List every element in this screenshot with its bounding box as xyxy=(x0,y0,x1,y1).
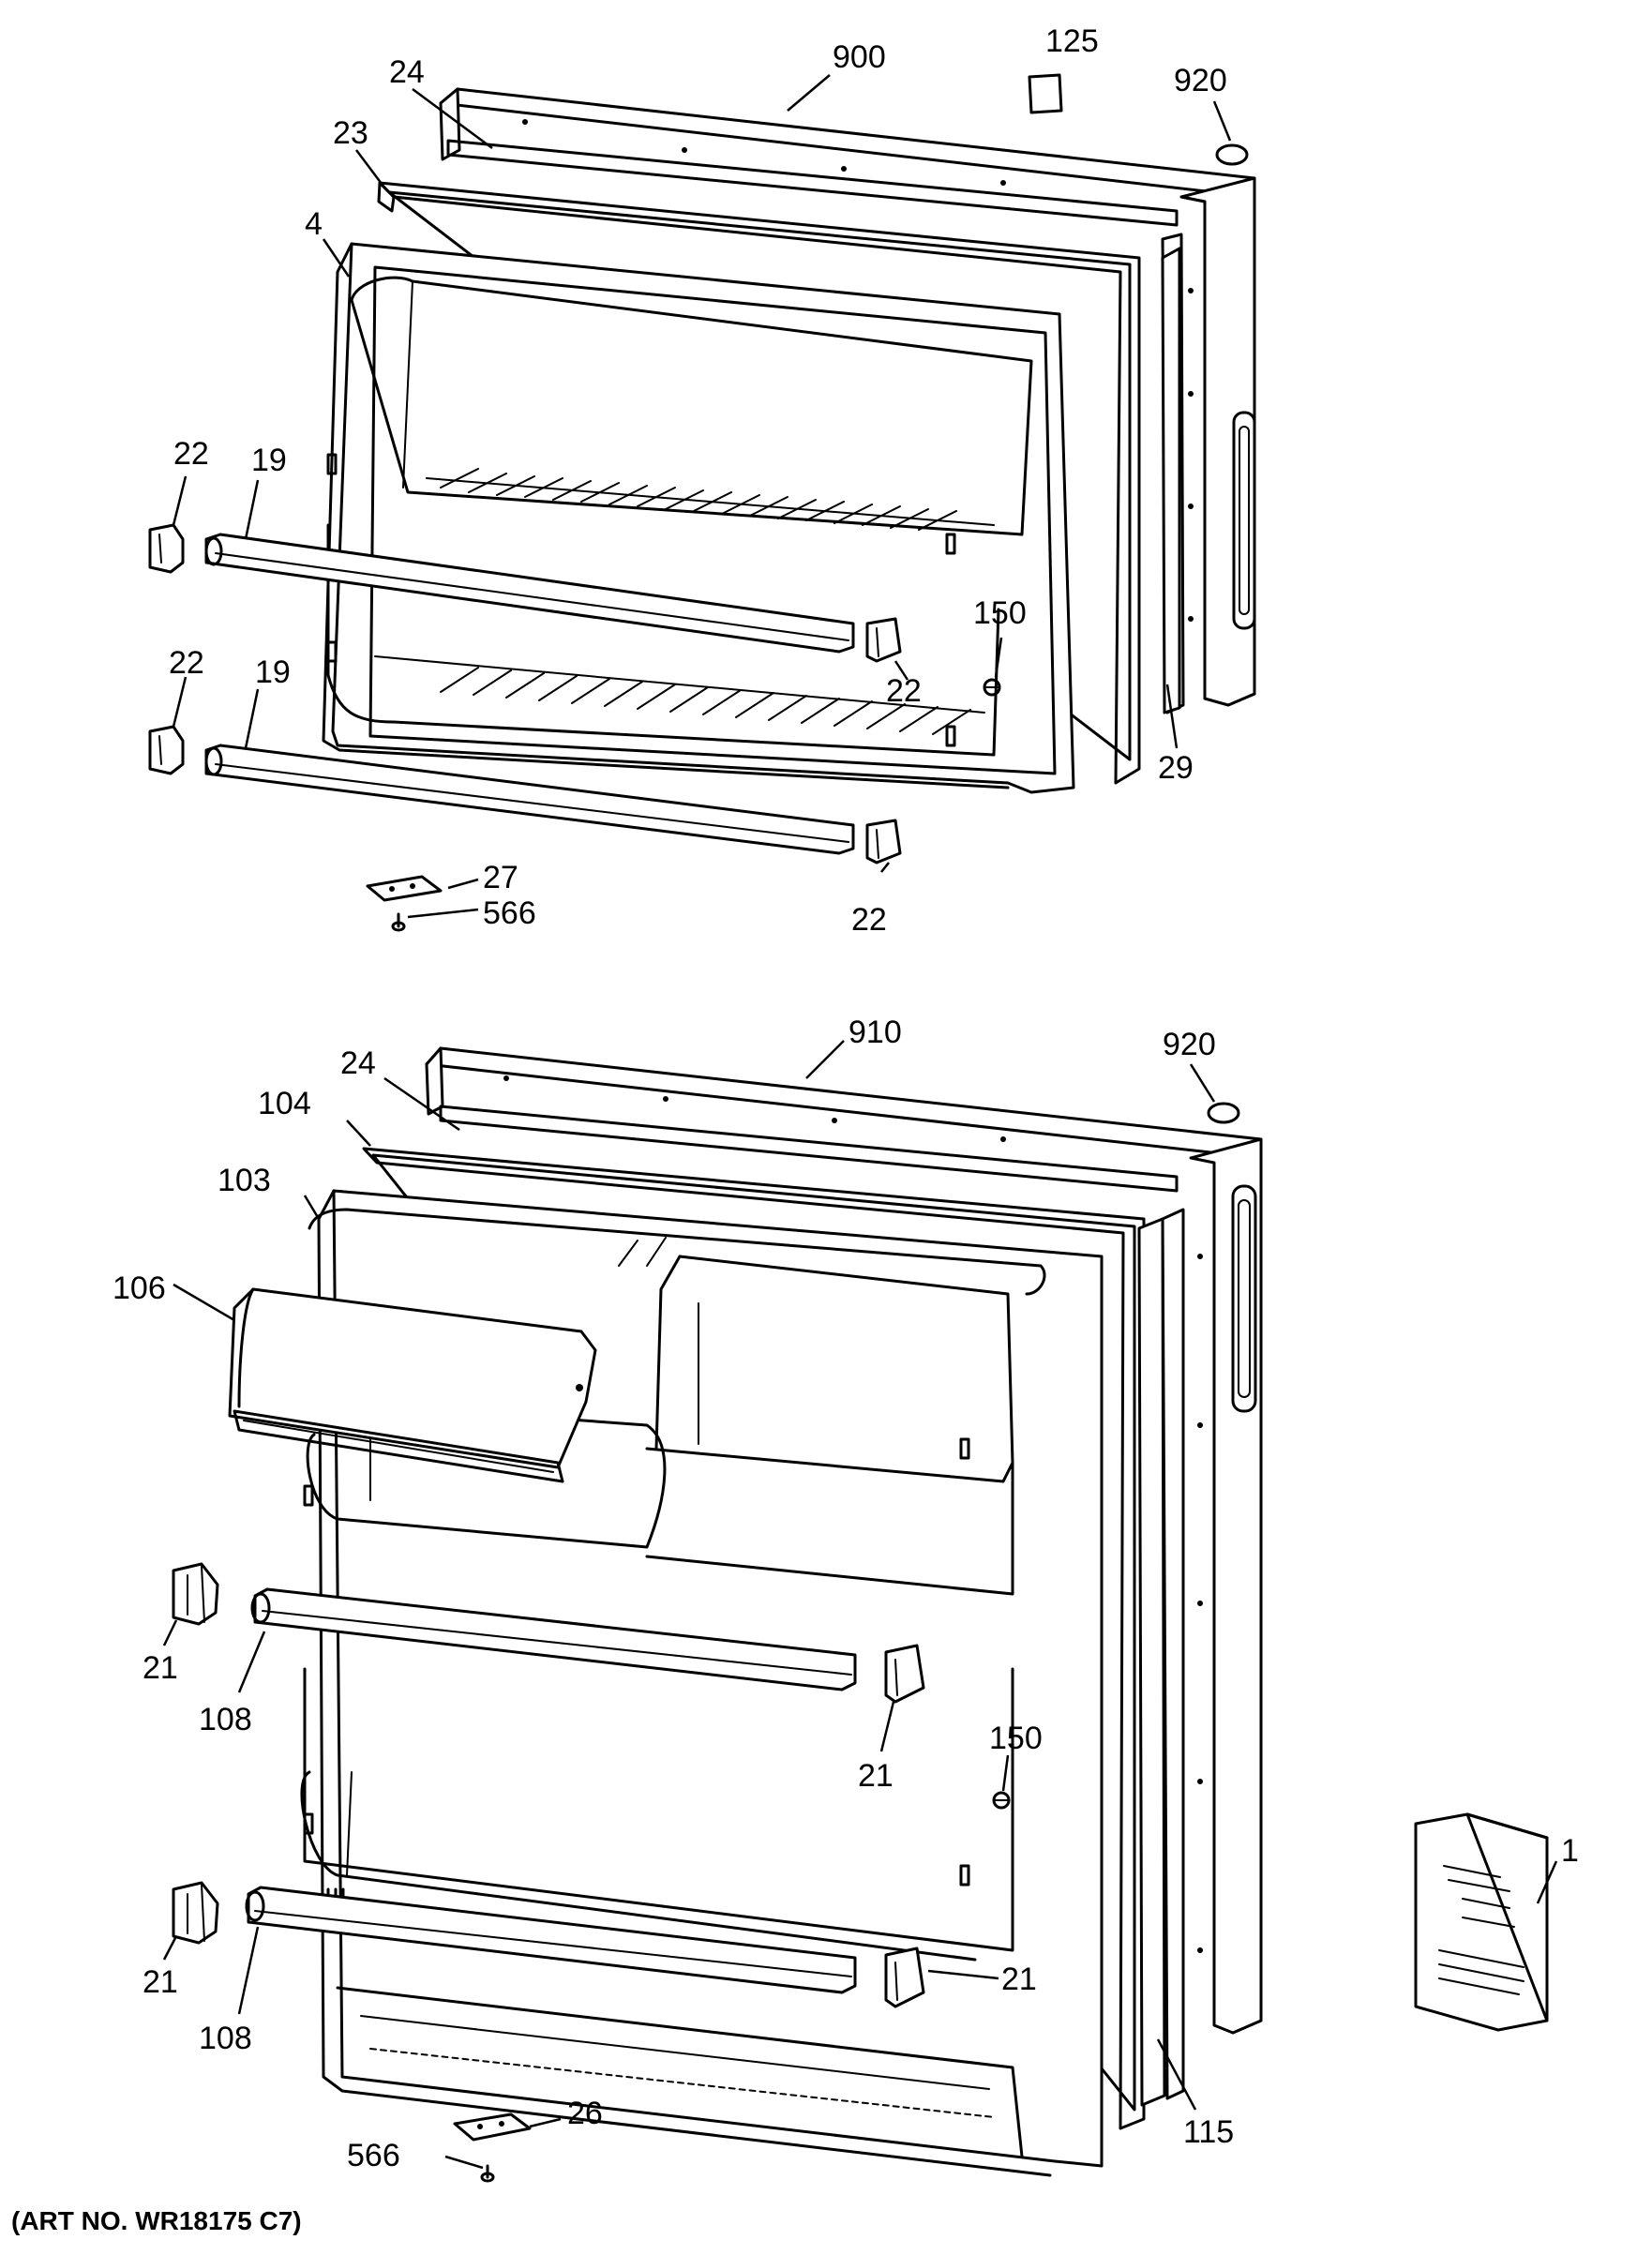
callout-26: 26 xyxy=(567,2096,603,2131)
callout-4: 4 xyxy=(305,206,323,242)
freezer-plug-920 xyxy=(1215,143,1249,166)
fresh-food-plug-920 xyxy=(1207,1102,1240,1124)
callout-29: 29 xyxy=(1158,750,1194,786)
freezer-door-assembly xyxy=(148,73,1256,932)
fresh-food-screw-566 xyxy=(480,2164,495,2183)
freezer-outer-door-panel xyxy=(439,87,1256,707)
callout-22-upper-left: 22 xyxy=(173,436,209,472)
callout-566-fresh-food: 566 xyxy=(347,2138,400,2173)
callout-103: 103 xyxy=(218,1163,271,1198)
freezer-bar-cap-22-upper-right xyxy=(865,617,902,663)
freezer-lower-shelf-ribs xyxy=(440,667,971,735)
fresh-food-bar-cap-21-lower-left xyxy=(172,1881,219,1945)
callout-106: 106 xyxy=(113,1270,166,1306)
freezer-strip-29 xyxy=(1161,247,1181,714)
callout-920-fresh-food: 920 xyxy=(1163,1027,1216,1062)
callout-104: 104 xyxy=(258,1086,311,1121)
callout-22-lower-left: 22 xyxy=(169,645,204,681)
fresh-food-door-bar-lower-108 xyxy=(245,1886,857,1994)
callout-22-lower-right: 22 xyxy=(851,902,887,938)
callout-24-fresh-food: 24 xyxy=(340,1045,376,1081)
freezer-hinge-27 xyxy=(366,875,443,902)
fresh-food-door-bar-upper-108 xyxy=(250,1587,857,1691)
fresh-food-outer-door-panel xyxy=(425,1046,1263,2035)
fresh-food-bar-cap-21-lower-right xyxy=(884,1947,925,2008)
callout-19-upper: 19 xyxy=(251,443,287,478)
art-number: (ART NO. WR18175 C7) xyxy=(11,2206,302,2235)
freezer-bar-cap-22-upper-left xyxy=(148,523,185,574)
callout-19-lower: 19 xyxy=(255,654,291,690)
fresh-food-bar-cap-21-upper-left xyxy=(172,1562,219,1626)
fresh-food-callout-labels: 910 920 24 104 103 106 21 108 21 150 21 … xyxy=(113,1015,1579,2173)
freezer-screw-566 xyxy=(391,912,406,932)
callout-21-lower-left: 21 xyxy=(143,1964,178,2000)
callout-27: 27 xyxy=(483,860,518,895)
freezer-callout-labels: 900 125 920 24 23 4 22 19 22 150 22 19 2… xyxy=(169,23,1227,938)
callout-566-freezer: 566 xyxy=(483,895,536,931)
callout-910: 910 xyxy=(849,1015,902,1050)
fresh-food-hinge-26 xyxy=(453,2112,532,2142)
callout-21-lower-right: 21 xyxy=(1001,1962,1037,1997)
freezer-bar-cap-22-lower-left xyxy=(148,725,185,775)
fresh-food-screw-150 xyxy=(992,1791,1011,1810)
callout-125: 125 xyxy=(1045,23,1099,59)
callout-21-upper-right: 21 xyxy=(858,1758,894,1794)
fresh-food-bar-cap-21-upper-right xyxy=(884,1644,925,1704)
fresh-food-door-assembly xyxy=(172,1046,1549,2183)
callout-23: 23 xyxy=(333,115,368,151)
callout-24-freezer: 24 xyxy=(389,54,425,90)
freezer-label-125 xyxy=(1028,73,1063,114)
callout-920-freezer: 920 xyxy=(1174,63,1227,98)
freezer-door-bar-lower-19 xyxy=(204,744,855,855)
callout-115: 115 xyxy=(1183,2114,1234,2150)
callout-150-fresh-food: 150 xyxy=(989,1721,1043,1756)
literature-booklet-1 xyxy=(1414,1812,1549,2032)
freezer-upper-shelf-ribs xyxy=(440,468,957,531)
fresh-food-dairy-door-106 xyxy=(228,1287,597,1483)
callout-108-upper: 108 xyxy=(199,1702,252,1737)
callout-22-upper-right: 22 xyxy=(886,673,922,709)
callout-1: 1 xyxy=(1561,1833,1579,1869)
freezer-bar-cap-22-lower-right xyxy=(865,819,902,864)
freezer-screw-150 xyxy=(983,678,1001,697)
freezer-door-bar-upper-19 xyxy=(204,533,855,654)
callout-21-upper-left: 21 xyxy=(143,1650,178,1686)
callout-150-freezer: 150 xyxy=(973,595,1027,631)
fresh-food-strip-115 xyxy=(1137,1217,1166,2107)
leader-lines xyxy=(162,74,1558,2170)
callout-108-lower: 108 xyxy=(199,2021,252,2056)
freezer-inner-liner-4 xyxy=(322,242,1075,794)
callout-900: 900 xyxy=(833,39,886,75)
